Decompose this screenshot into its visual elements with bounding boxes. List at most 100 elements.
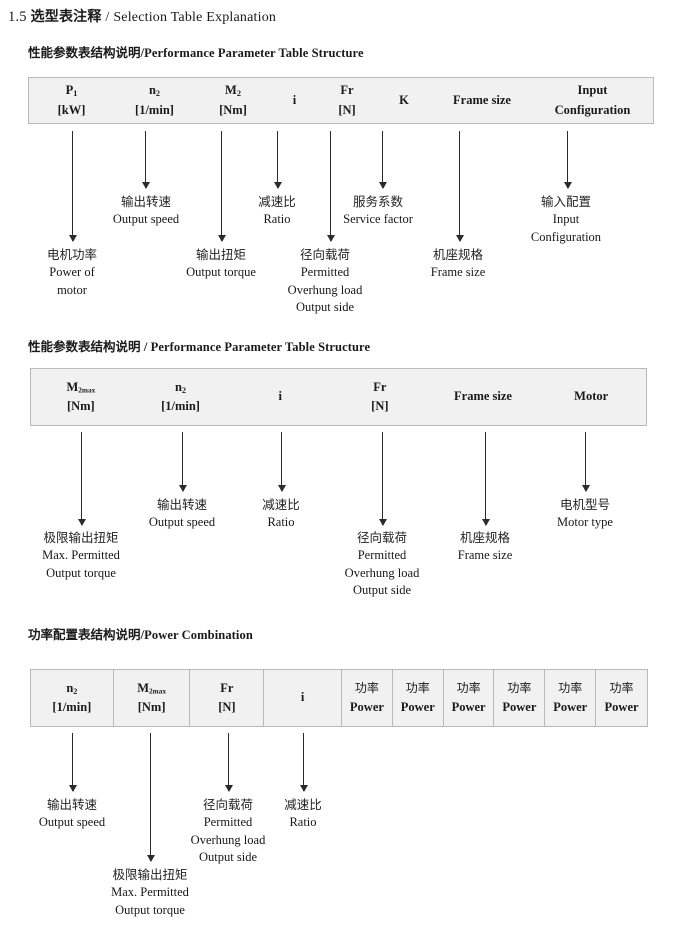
table3-col-n2: n2 [1/min]: [31, 670, 114, 726]
arrow-ratio-3: [299, 733, 308, 792]
arrow-permitted-overhung-load-2: [378, 432, 387, 526]
callout-ratio-2: 减速比 Ratio: [262, 496, 300, 532]
arrow-max-permitted-output-torque-3: [146, 733, 155, 862]
table3-col-m2max-symbol: M2max: [137, 680, 166, 696]
callout-permitted-overhung-load-en-3: Output side: [296, 300, 354, 315]
callout-permitted-overhung-load: 径向载荷 Permitted Overhung load Output side: [288, 246, 363, 317]
arrow-service-factor: [378, 131, 387, 189]
table2-col-m2max-unit: [Nm]: [66, 399, 95, 413]
callout-ratio: 减速比 Ratio: [258, 193, 296, 229]
callout-ratio-cn: 减速比: [258, 194, 296, 209]
subscript-2: 2: [155, 88, 161, 98]
callout-input-configuration-en-1: Input: [552, 211, 580, 226]
table1-col-m2-unit: [Nm]: [219, 102, 247, 117]
table3-col-fr: Fr [N]: [190, 670, 265, 726]
table2-col-i: i: [230, 369, 330, 425]
callout-output-speed-2-en-1: Output speed: [148, 514, 216, 529]
arrow-frame-size: [455, 131, 464, 242]
table1-col-k: K: [376, 78, 432, 123]
arrow-output-torque: [217, 131, 226, 242]
section-3-heading-cn: 功率配置表结构说明: [28, 627, 141, 642]
callout-ratio-2-en-1: Ratio: [267, 514, 295, 529]
table2-col-fr-symbol: Fr: [373, 379, 387, 394]
callout-permitted-overhung-load-2-en-2: Overhung load: [344, 565, 420, 580]
table3-col-fr-unit: [N]: [218, 700, 236, 714]
callout-service-factor-en-1: Service factor: [343, 211, 413, 226]
table3-col-i: i: [264, 670, 342, 726]
section-2-heading: 性能参数表结构说明 / Performance Parameter Table …: [28, 336, 370, 355]
arrow-motor-type: [581, 432, 590, 492]
callout-service-factor: 服务系数 Service factor: [343, 193, 413, 229]
page-title-separator: /: [105, 10, 110, 25]
subscript-2: 2: [236, 88, 241, 98]
table1-col-n2-unit: [1/min]: [135, 102, 174, 117]
table1-col-p1-symbol: P1: [65, 83, 78, 98]
section-2-heading-en: Performance Parameter Table Structure: [150, 340, 371, 354]
power-combination-table: n2 [1/min] M2max [Nm] Fr [N] i 功率 Power …: [30, 669, 648, 727]
table3-col-power-2-cn: 功率: [405, 681, 430, 696]
callout-frame-size-2-cn: 机座规格: [459, 530, 510, 545]
arrow-output-speed: [141, 131, 150, 189]
table3-col-power-3-cn: 功率: [456, 681, 481, 696]
table3-col-power-6: 功率 Power: [596, 670, 647, 726]
table1-col-fr: Fr [N]: [318, 78, 376, 123]
performance-parameter-table-2: M2max [Nm] n2 [1/min] i Fr [N] Frame siz…: [30, 368, 647, 426]
callout-max-permitted-output-torque-3-en-1: Max. Permitted: [111, 884, 189, 899]
callout-max-permitted-output-torque-3: 极限输出扭矩 Max. Permitted Output torque: [111, 866, 189, 919]
table1-col-input-configuration: Input Configuration: [532, 78, 653, 123]
section-1-heading-separator: /: [140, 45, 145, 60]
table2-col-fr-unit: [N]: [371, 399, 389, 413]
callout-permitted-overhung-load-2-cn: 径向载荷: [356, 530, 408, 545]
callout-ratio-2-cn: 减速比: [262, 497, 300, 512]
table3-col-power-1-cn: 功率: [354, 681, 379, 696]
callout-output-torque-cn: 输出扭矩: [195, 247, 247, 262]
table1-col-input-configuration-line1: Input: [577, 83, 608, 98]
table1-col-p1: P1 [kW]: [29, 78, 114, 123]
table3-col-power-5: 功率 Power: [545, 670, 597, 726]
table2-col-n2: n2 [1/min]: [131, 369, 231, 425]
callout-motor-type: 电机型号 Motor type: [557, 496, 613, 532]
callout-permitted-overhung-load-cn: 径向载荷: [299, 247, 351, 262]
page-title-number: 1.5: [8, 9, 27, 25]
arrow-frame-size-2: [481, 432, 490, 526]
callout-service-factor-cn: 服务系数: [352, 194, 404, 209]
section-1-heading: 性能参数表结构说明/Performance Parameter Table St…: [28, 42, 364, 61]
arrow-max-permitted-output-torque: [77, 432, 86, 526]
callout-output-speed-3: 输出转速 Output speed: [39, 796, 105, 832]
page-title-cn: 选型表注释: [30, 9, 102, 25]
callout-max-permitted-output-torque-3-cn: 极限输出扭矩: [112, 867, 188, 882]
table1-col-p1-unit: [kW]: [57, 102, 86, 117]
table1-col-fr-unit: [N]: [338, 102, 356, 117]
callout-permitted-overhung-load-en-1: Permitted: [300, 264, 350, 279]
callout-power-of-motor-en-1: Power of: [49, 264, 95, 279]
table3-col-power-1-en: Power: [349, 699, 384, 714]
section-3-heading: 功率配置表结构说明/Power Combination: [28, 624, 253, 643]
table2-col-frame-size: Frame size: [430, 369, 537, 425]
table1-col-input-configuration-line2: Configuration: [554, 102, 631, 117]
callout-motor-type-cn: 电机型号: [559, 497, 610, 512]
callout-frame-size-2-en-1: Frame size: [457, 547, 513, 562]
callout-max-permitted-output-torque-en-1: Max. Permitted: [42, 547, 120, 562]
callout-max-permitted-output-torque: 极限输出扭矩 Max. Permitted Output torque: [42, 529, 120, 582]
callout-power-of-motor: 电机功率 Power of motor: [47, 246, 97, 299]
callout-input-configuration-en-2: Configuration: [530, 229, 602, 244]
section-2-heading-separator: /: [143, 339, 148, 354]
table3-col-m2max: M2max [Nm]: [114, 670, 191, 726]
callout-output-speed: 输出转速 Output speed: [113, 193, 179, 229]
callout-max-permitted-output-torque-3-en-2: Output torque: [115, 902, 185, 917]
callout-ratio-en-1: Ratio: [263, 211, 291, 226]
callout-max-permitted-output-torque-cn: 极限输出扭矩: [43, 530, 119, 545]
table2-col-i-symbol: i: [278, 389, 282, 404]
callout-power-of-motor-en-2: motor: [57, 282, 87, 297]
callout-output-speed-2: 输出转速 Output speed: [149, 496, 215, 532]
callout-output-speed-3-en-1: Output speed: [38, 814, 106, 829]
arrow-output-speed-3: [68, 733, 77, 792]
table2-col-fr: Fr [N]: [330, 369, 430, 425]
callout-motor-type-en-1: Motor type: [557, 514, 613, 529]
callout-output-speed-en-1: Output speed: [112, 211, 180, 226]
table3-col-power-1: 功率 Power: [342, 670, 393, 726]
callout-ratio-3-en-1: Ratio: [289, 814, 317, 829]
table3-col-fr-symbol: Fr: [220, 680, 234, 695]
subscript-2: 2: [181, 385, 187, 395]
table3-col-power-4-en: Power: [502, 699, 537, 714]
